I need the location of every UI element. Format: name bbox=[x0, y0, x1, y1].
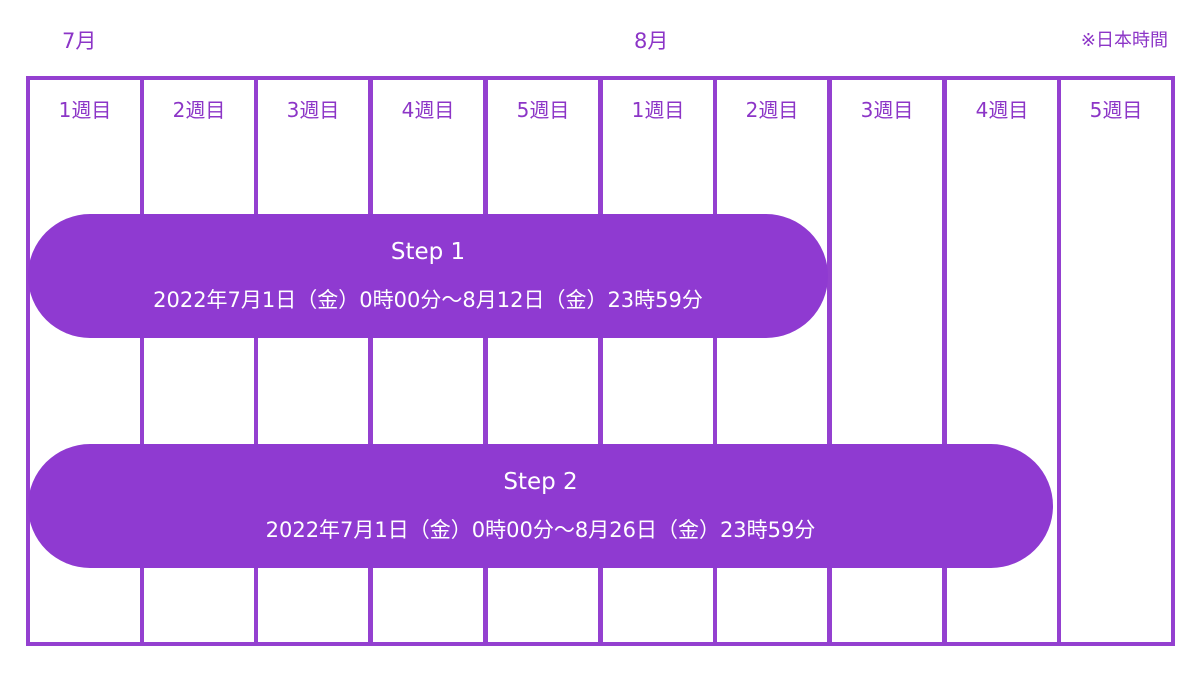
week-label: 1週目 bbox=[58, 98, 112, 122]
week-label: 3週目 bbox=[286, 98, 340, 122]
week-label: 5週目 bbox=[1089, 98, 1143, 122]
week-column-aug-5: 5週目 bbox=[1057, 76, 1175, 646]
timezone-note: ※日本時間 bbox=[1080, 30, 1168, 51]
step-1-bar: Step 1 2022年7月1日（金）0時00分～8月12日（金）23時59分 bbox=[28, 214, 828, 338]
step-2-bar: Step 2 2022年7月1日（金）0時00分～8月26日（金）23時59分 bbox=[28, 444, 1053, 568]
step-1-period: 2022年7月1日（金）0時00分～8月12日（金）23時59分 bbox=[153, 288, 703, 312]
step-1-title: Step 1 bbox=[390, 239, 466, 265]
week-label: 5週目 bbox=[516, 98, 570, 122]
week-label: 1週目 bbox=[631, 98, 685, 122]
step-2-period: 2022年7月1日（金）0時00分～8月26日（金）23時59分 bbox=[265, 518, 816, 542]
week-label: 2週目 bbox=[172, 98, 226, 122]
week-label: 4週目 bbox=[401, 98, 455, 122]
month-label-july: 7月 bbox=[62, 29, 97, 53]
step-2-title: Step 2 bbox=[503, 469, 578, 495]
month-label-august: 8月 bbox=[634, 29, 669, 53]
week-label: 4週目 bbox=[975, 98, 1029, 122]
week-label: 3週目 bbox=[860, 98, 914, 122]
week-label: 2週目 bbox=[745, 98, 799, 122]
